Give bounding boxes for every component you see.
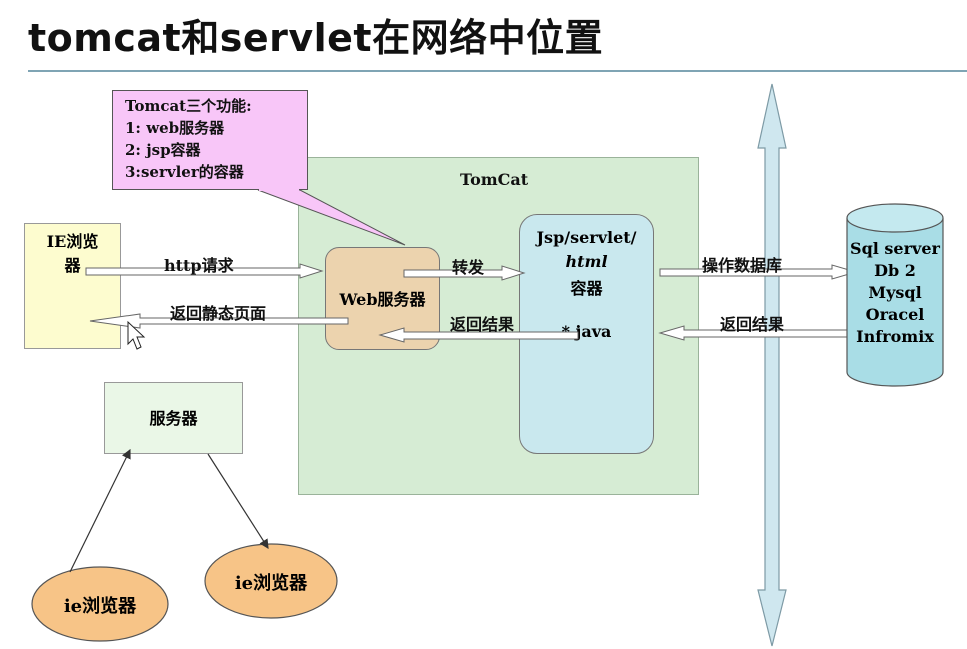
- database-label: Infromix: [856, 327, 934, 346]
- page-title: tomcat和servlet在网络中位置: [28, 16, 604, 60]
- return-result-inner-arrow: [378, 327, 579, 343]
- database-label: Db 2: [874, 261, 916, 280]
- callout-line: 2: jsp容器: [125, 141, 201, 159]
- container-label-line1: Jsp/servlet/: [536, 228, 637, 247]
- container-label-line3: 容器: [570, 279, 603, 298]
- operate-db-label: 操作数据库: [702, 256, 783, 275]
- server-box: 服务器: [104, 382, 243, 454]
- client-to-server-arrow: [69, 448, 131, 573]
- return-result-inner-label: 返回结果: [450, 315, 515, 334]
- ie-browser-label: 器: [64, 256, 81, 275]
- ie-browser-oval: [31, 566, 169, 642]
- callout-line: 3:servler的容器: [125, 163, 244, 181]
- ie-browser-oval: [204, 543, 338, 619]
- http-request-arrow: [85, 263, 324, 279]
- ie-browser-oval-label: ie浏览器: [234, 573, 308, 594]
- ie-browser-box: IE浏览 器: [24, 223, 121, 349]
- http-request-label: http请求: [164, 256, 234, 275]
- return-result-db-arrow: [658, 325, 851, 341]
- network-bus-arrow: [757, 83, 787, 647]
- database-labels: Sql server Db 2 Mysql Oracel Infromix: [845, 238, 945, 348]
- container-label-line2: html: [565, 252, 608, 271]
- forward-arrow: [403, 265, 526, 281]
- return-static-label: 返回静态页面: [170, 304, 267, 323]
- title-divider: [28, 70, 967, 72]
- mouse-cursor-icon: [127, 320, 146, 350]
- return-static-arrow: [89, 313, 349, 329]
- ie-browser-label: IE浏览: [46, 232, 99, 251]
- database-label: Mysql: [868, 283, 922, 302]
- database-label: Oracel: [865, 305, 925, 324]
- database-label: Sql server: [850, 239, 940, 258]
- ie-browser-oval-label: ie浏览器: [63, 596, 137, 617]
- callout-line: Tomcat三个功能:: [125, 97, 252, 115]
- callout-line: 1: web服务器: [125, 119, 225, 137]
- tomcat-features-callout: Tomcat三个功能: 1: web服务器 2: jsp容器 3:servler…: [112, 90, 308, 190]
- operate-db-arrow: [659, 264, 858, 280]
- database-cylinder: [846, 218, 944, 387]
- tomcat-label: TomCat: [460, 170, 529, 189]
- server-to-client-arrow: [207, 453, 269, 550]
- forward-label: 转发: [452, 258, 485, 277]
- return-result-db-label: 返回结果: [720, 315, 785, 334]
- database-top: [846, 203, 944, 233]
